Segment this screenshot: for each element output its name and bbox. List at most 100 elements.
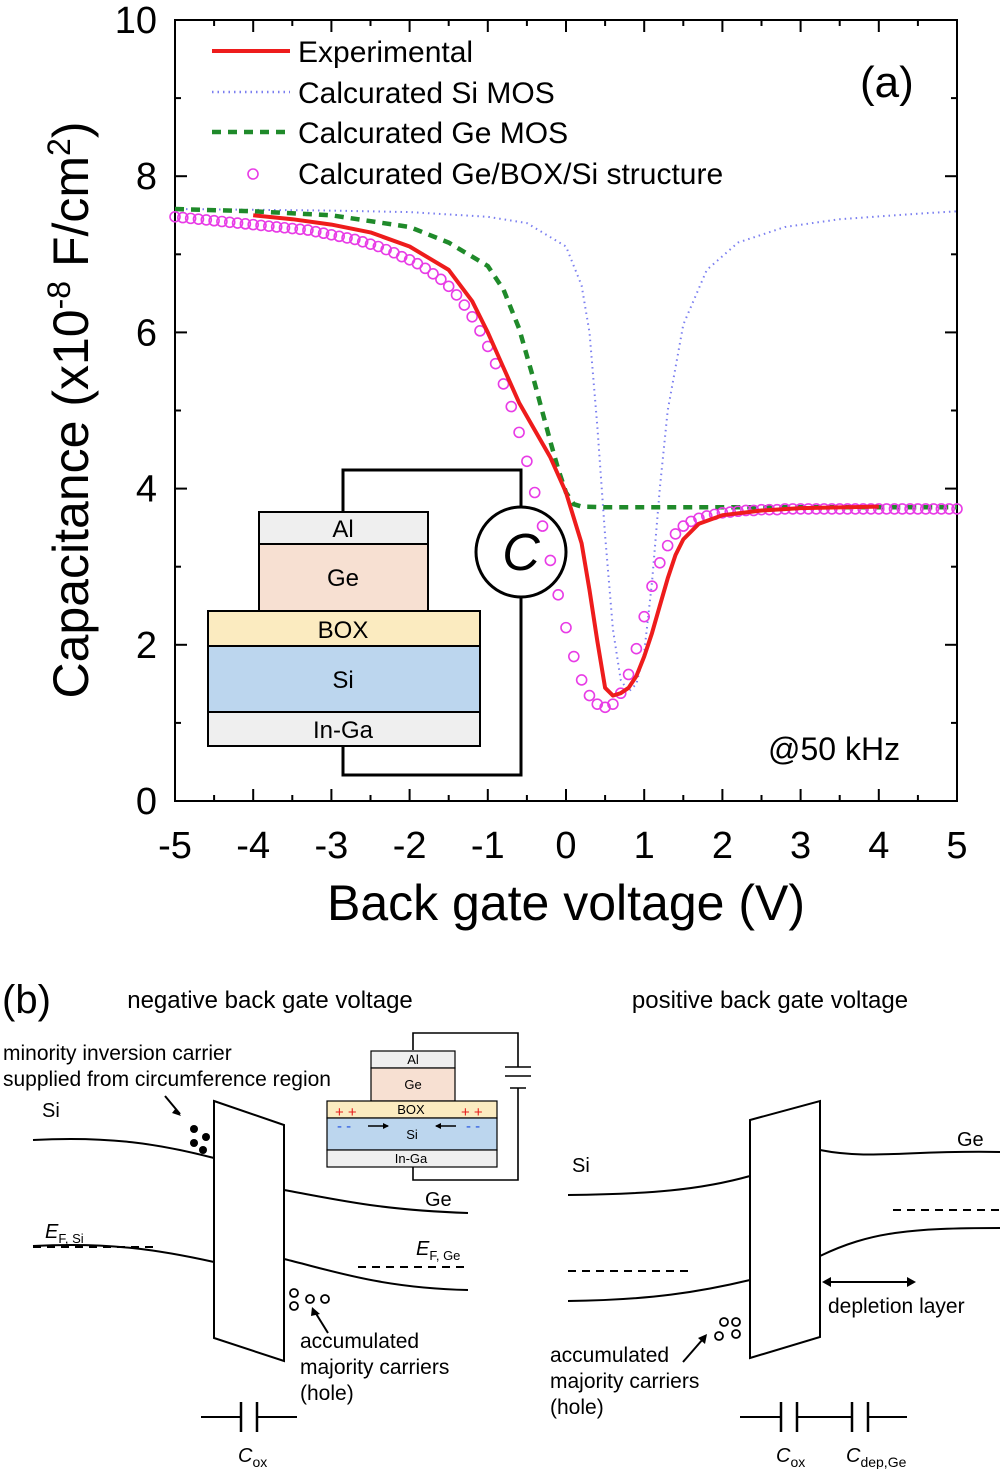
y-axis-title: Capacitance (x10-8 F/cm2) <box>41 121 99 698</box>
marker-ge-box-si <box>521 455 533 468</box>
minority-carrier-dot <box>199 1146 207 1154</box>
capacitance-meter-symbol <box>474 505 568 599</box>
depletion-arrow-head-left <box>822 1277 831 1287</box>
marker-ge-box-si <box>630 642 643 655</box>
left-ge-valence-band <box>283 1258 469 1291</box>
right-accum-arrow <box>682 1338 704 1363</box>
x-tick-label: -5 <box>158 825 192 867</box>
right-cdep-label: Cdep,Ge <box>846 1445 907 1469</box>
marker-ge-box-si <box>904 503 916 515</box>
marker-ge-box-si <box>622 668 635 681</box>
marker-ge-box-si <box>435 273 447 286</box>
y-tick-label: 10 <box>115 0 157 42</box>
marker-ge-box-si <box>294 223 306 236</box>
series-line-experimental <box>253 213 879 698</box>
series-line-si-mos <box>174 208 958 693</box>
hole-circle <box>731 1329 741 1339</box>
frequency-label: @50 kHz <box>768 731 900 767</box>
marker-ge-box-si <box>583 689 596 702</box>
inset-plus-left: + + <box>335 1104 357 1121</box>
marker-ge-box-si <box>466 310 478 323</box>
marker-ge-box-si <box>912 503 924 515</box>
hole-circle <box>731 1317 741 1327</box>
marker-ge-box-si <box>568 650 580 663</box>
inset-layer-inga <box>326 1149 498 1168</box>
left-si-label: Si <box>42 1100 60 1122</box>
marker-ge-box-si <box>200 214 213 226</box>
series-line-ge-mos <box>174 206 957 510</box>
y-tick-label: 8 <box>136 156 157 198</box>
legend-swatch-ge-box-si <box>247 168 259 180</box>
inset-arrow-right-head <box>383 1123 389 1129</box>
legend-label-ge-mos: Calcurated Ge MOS <box>298 117 568 150</box>
right-si-conduction-band <box>567 1175 751 1196</box>
x-tick-label: 0 <box>555 825 576 867</box>
marker-ge-box-si <box>575 674 588 686</box>
marker-ge-box-si <box>223 216 236 229</box>
marker-ge-box-si <box>458 299 471 311</box>
left-si-conduction-band <box>32 1138 215 1159</box>
right-ge-valence-band <box>819 1227 1000 1257</box>
layer-ge <box>258 543 429 612</box>
marker-ge-box-si <box>302 224 314 236</box>
panel-a-label: (a) <box>860 58 914 107</box>
y-tick-label: 6 <box>136 312 157 354</box>
y-axis-exponent: -8 <box>41 281 77 309</box>
marker-ge-box-si <box>669 528 682 540</box>
marker-ge-box-si <box>513 426 525 439</box>
marker-ge-box-si <box>341 232 353 244</box>
marker-ge-box-si <box>286 222 299 235</box>
marker-ge-box-si <box>325 228 338 241</box>
marker-ge-box-si <box>654 556 666 569</box>
marker-ge-box-si <box>951 503 963 515</box>
minority-carrier-dot <box>190 1139 198 1147</box>
device-schematic: C Al Ge BOX Si In-Ga <box>207 468 568 777</box>
marker-ge-box-si <box>505 400 518 413</box>
layer-inga <box>207 711 481 747</box>
marker-ge-box-si <box>247 218 259 231</box>
marker-ge-box-si <box>497 378 510 390</box>
right-si-valence-band <box>567 1279 751 1302</box>
marker-ge-box-si <box>442 280 455 293</box>
hole-circle <box>289 1301 299 1311</box>
y-tick-label: 2 <box>136 625 157 667</box>
left-box-barrier <box>213 1099 285 1363</box>
legend-label-ge-box-si: Calcurated Ge/BOX/Si structure <box>298 158 723 191</box>
positive-bias-band-diagram: Si Ge depletion layer accumulated majori… <box>550 1099 1000 1469</box>
marker-ge-box-si <box>450 289 463 301</box>
y-tick-label: 4 <box>136 469 157 511</box>
schematic-wire <box>341 468 523 777</box>
marker-ge-box-si <box>427 268 439 280</box>
marker-ge-box-si <box>216 215 228 228</box>
layer-ge-label: Ge <box>327 565 359 592</box>
layer-al <box>258 511 429 545</box>
x-tick-label: 5 <box>946 825 967 867</box>
minority-carrier-dot <box>190 1125 198 1133</box>
marker-ge-box-si <box>309 225 322 238</box>
hole-circle <box>714 1331 724 1341</box>
marker-ge-box-si <box>239 218 252 230</box>
x-tick-label: -3 <box>315 825 349 867</box>
left-ge-label: Ge <box>425 1189 452 1211</box>
inset-layer-al-label: Al <box>407 1052 419 1067</box>
marker-ge-box-si <box>536 520 549 532</box>
marker-ge-box-si <box>646 580 658 593</box>
panel-b-label: (b) <box>2 978 51 1022</box>
depletion-label: depletion layer <box>828 1295 965 1318</box>
panel-b-band-diagrams: (b) negative back gate voltage positive … <box>2 978 1000 1469</box>
capacitance-meter-label: C <box>502 524 540 582</box>
marker-ge-box-si <box>364 238 377 250</box>
right-accum-line3: (hole) <box>550 1396 604 1419</box>
marker-ge-box-si <box>184 212 197 225</box>
marker-ge-box-si <box>865 503 877 515</box>
inset-layer-si <box>326 1117 498 1151</box>
marker-ge-box-si <box>419 262 432 275</box>
left-ef-ge-label: EF, Ge <box>416 1238 460 1263</box>
minority-carrier-line2: supplied from circumference region <box>3 1068 331 1091</box>
inset-minus-right: - - <box>466 1118 480 1135</box>
marker-ge-box-si <box>528 486 541 499</box>
right-diagram-title: positive back gate voltage <box>632 987 908 1014</box>
marker-ge-box-si <box>919 503 932 515</box>
